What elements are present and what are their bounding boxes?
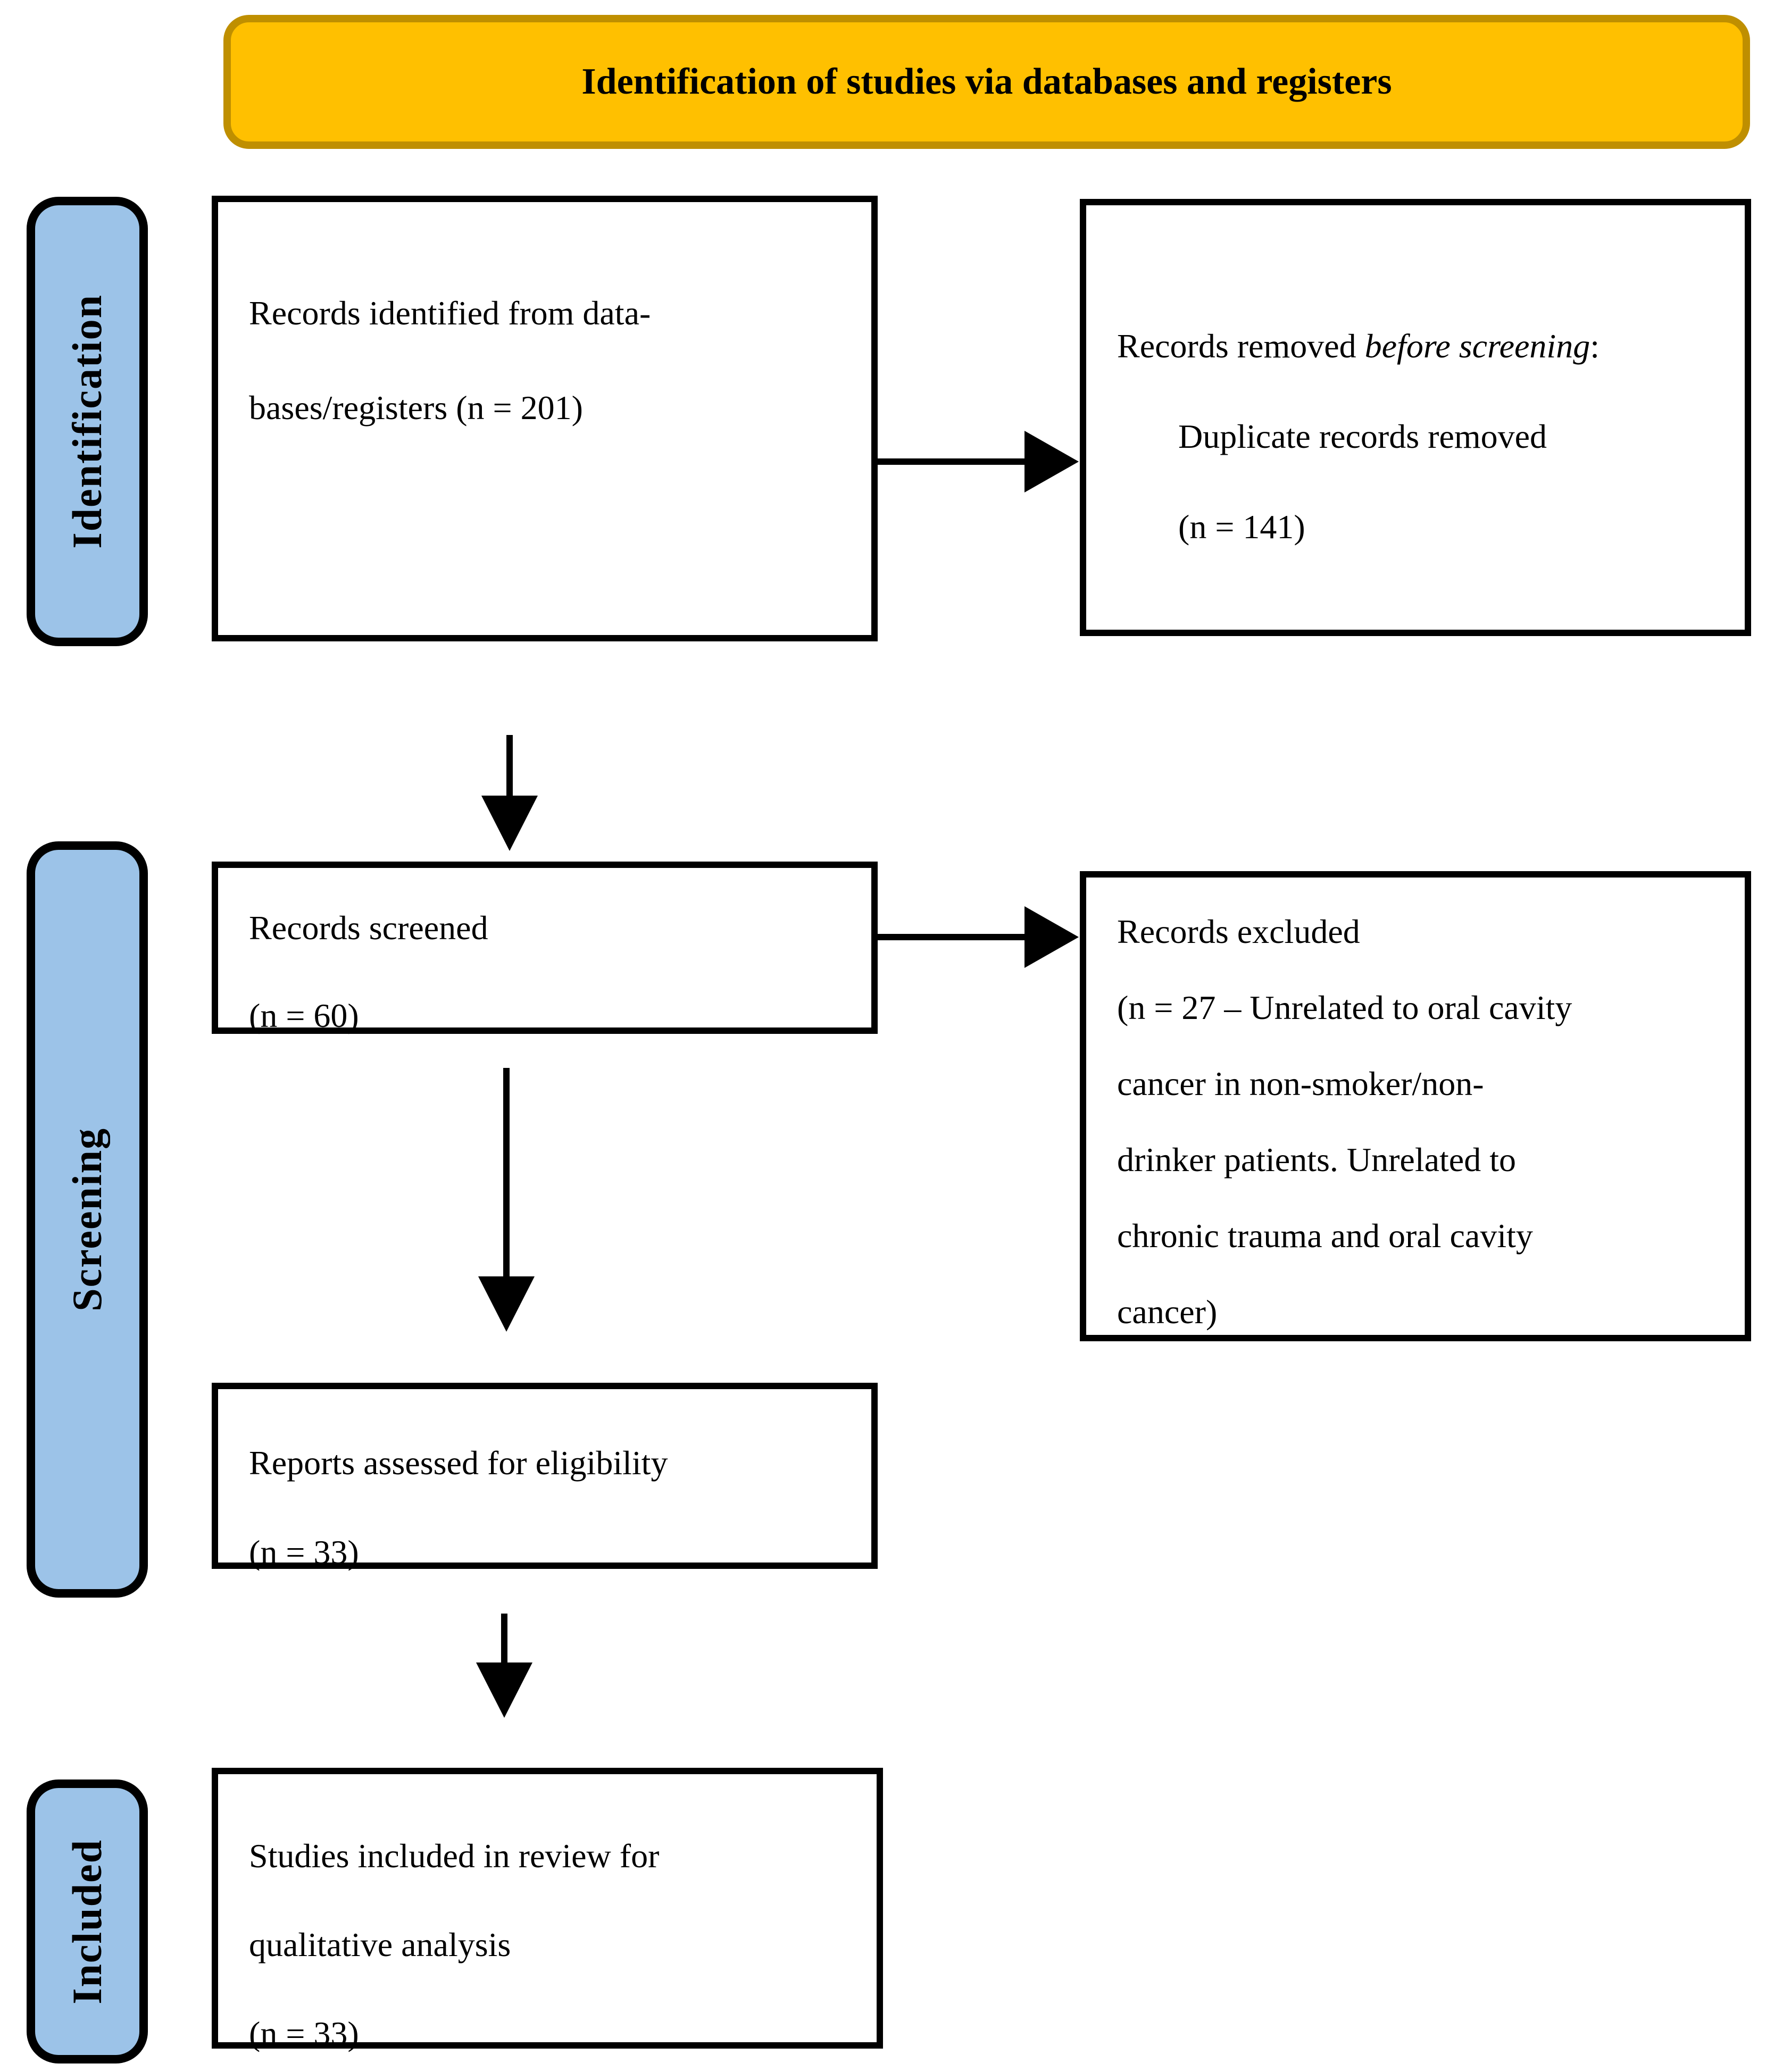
stage-included-label: Included <box>64 1839 110 2004</box>
box-records-screened: Records screened (n = 60) <box>212 862 878 1034</box>
arrow-screened-to-assessed-stem <box>503 1068 510 1279</box>
arrow-screened-to-assessed-head-icon <box>478 1276 535 1332</box>
stage-screening: Screening <box>27 841 148 1598</box>
records-screened-line2: (n = 60) <box>249 997 359 1034</box>
arrow-identified-to-removed-stem <box>878 458 1028 465</box>
records-excluded-line3: cancer in non-smoker/non- <box>1117 1065 1484 1102</box>
studies-included-line1: Studies included in review for <box>249 1837 660 1875</box>
title-banner: Identification of studies via databases … <box>223 15 1750 149</box>
records-removed-line3: (n = 141) <box>1178 508 1305 546</box>
arrow-identified-to-screened-head-icon <box>481 796 538 851</box>
records-identified-line1: Records identified from data- <box>249 294 651 332</box>
studies-included-line3: (n = 33) <box>249 2015 359 2052</box>
stage-identification: Identification <box>27 197 148 646</box>
stage-screening-label: Screening <box>64 1127 110 1311</box>
box-studies-included: Studies included in review for qualitati… <box>212 1768 883 2052</box>
arrow-assessed-to-included-head-icon <box>476 1662 532 1718</box>
records-identified-line2: bases/registers (n = 201) <box>249 389 583 427</box>
box-reports-assessed: Reports assessed for eligibility (n = 33… <box>212 1383 878 1571</box>
arrow-screened-to-excluded-head-icon <box>1024 906 1079 968</box>
records-excluded-line2: (n = 27 – Unrelated to oral cavity <box>1117 989 1572 1026</box>
records-removed-line1: Records removed before screening: <box>1117 301 1729 391</box>
reports-assessed-line1: Reports assessed for eligibility <box>249 1444 668 1482</box>
arrow-screened-to-excluded-stem <box>878 934 1028 940</box>
stage-identification-label: Identification <box>64 294 110 549</box>
records-excluded-line1: Records excluded <box>1117 913 1360 950</box>
records-removed-line1-italic: before screening <box>1364 327 1590 365</box>
records-screened-line1: Records screened <box>249 909 488 947</box>
records-excluded-line6: cancer) <box>1117 1293 1218 1331</box>
arrow-assessed-to-included-stem <box>501 1614 507 1665</box>
arrow-identified-to-removed-head-icon <box>1024 431 1079 492</box>
records-removed-line1-suffix: : <box>1590 327 1600 365</box>
box-records-excluded: Records excluded (n = 27 – Unrelated to … <box>1080 871 1751 1341</box>
diagram-title: Identification of studies via databases … <box>581 61 1392 102</box>
arrow-identified-to-screened-stem <box>506 735 513 798</box>
box-records-identified: Records identified from data- bases/regi… <box>212 196 878 641</box>
studies-included-line2: qualitative analysis <box>249 1926 511 1964</box>
records-excluded-line4: drinker patients. Unrelated to <box>1117 1141 1516 1179</box>
records-removed-line1-prefix: Records removed <box>1117 327 1365 365</box>
records-removed-line2: Duplicate records removed <box>1178 417 1547 455</box>
records-excluded-line5: chronic trauma and oral cavity <box>1117 1217 1533 1255</box>
box-records-removed: Records removed before screening: Duplic… <box>1080 199 1751 636</box>
stage-included: Included <box>27 1779 148 2063</box>
reports-assessed-line2: (n = 33) <box>249 1533 359 1571</box>
